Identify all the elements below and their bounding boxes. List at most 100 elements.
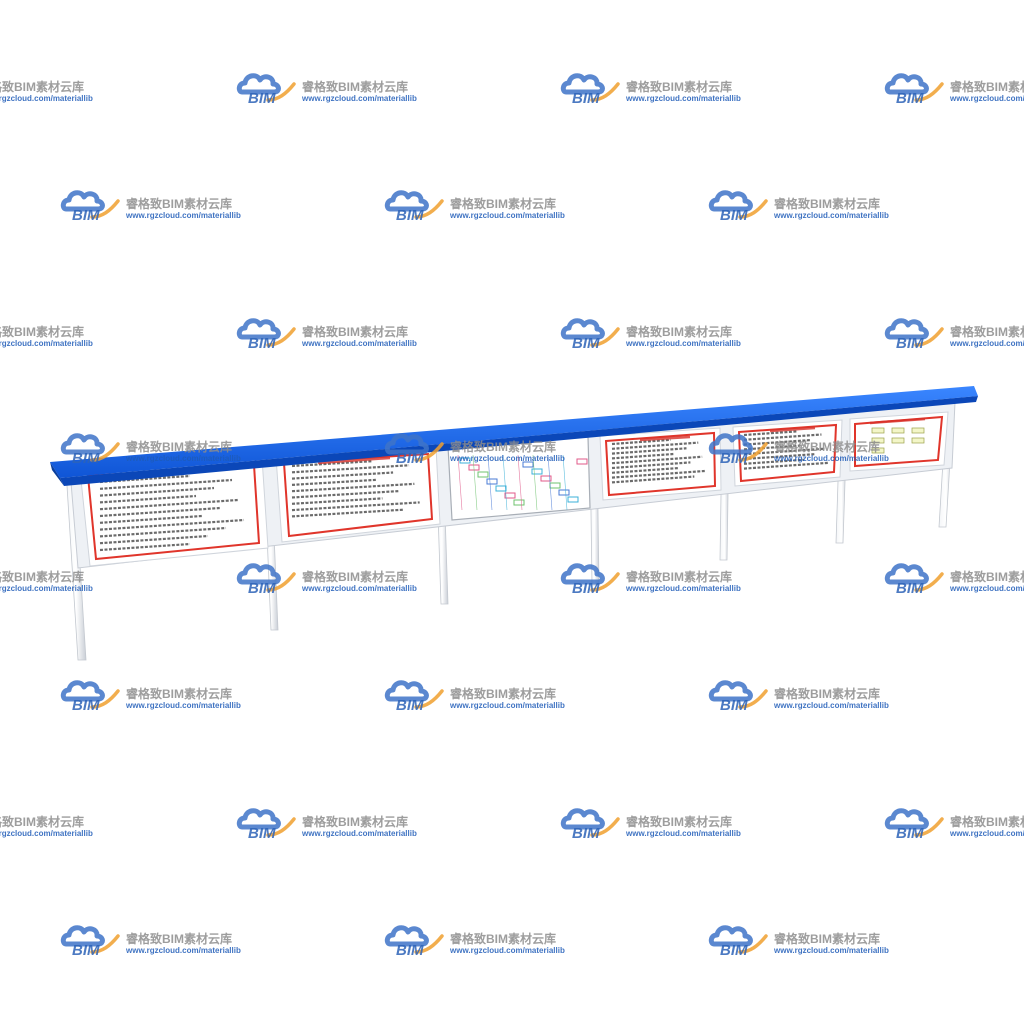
watermark: BIM 睿格致BIM素材云库www.rgzcloud.com/materialli… (236, 808, 417, 842)
watermark-title: 睿格致BIM素材云库 (774, 686, 880, 701)
cloud-icon (708, 190, 768, 219)
poster-text-line (743, 461, 829, 470)
watermark-url: www.rgzcloud.com/materiallib (625, 339, 741, 348)
watermark-title: 睿格致BIM素材云库 (0, 569, 84, 584)
poster-text-line (611, 469, 707, 479)
watermark-title: 睿格致BIM素材云库 (950, 79, 1024, 94)
watermark-logo-text: BIM (248, 335, 276, 352)
watermark-logo-text: BIM (896, 825, 924, 842)
poster-text-line (99, 526, 227, 538)
watermark-url: www.rgzcloud.com/materiallib (949, 339, 1024, 348)
watermark-title: 睿格致BIM素材云库 (450, 439, 556, 454)
watermark-url: www.rgzcloud.com/materiallib (301, 584, 417, 593)
poster-text-line (99, 494, 197, 504)
watermark-title: 睿格致BIM素材云库 (302, 79, 408, 94)
poster-text-line (99, 542, 191, 552)
watermark-logo-text: BIM (896, 335, 924, 352)
poster-text-line (291, 508, 404, 518)
watermark: BIM睿格致BIM素材云库www.rgzcloud.com/materialli… (236, 563, 417, 597)
watermark-title: 睿格致BIM素材云库 (774, 931, 880, 946)
flowchart-box (891, 437, 905, 444)
watermark-url: www.rgzcloud.com/materiallib (0, 829, 93, 838)
flowchart-box (911, 437, 925, 444)
watermark: BIM睿格致BIM素材云库www.rgzcloud.com/materialli… (560, 563, 741, 597)
poster-text-line (611, 441, 699, 450)
watermark-logo-text: BIM (572, 335, 600, 352)
cloud-icon (60, 433, 120, 462)
watermark-logo-text: BIM (72, 697, 100, 714)
cloud-icon (560, 73, 620, 102)
watermark-url: www.rgzcloud.com/materiallib (949, 584, 1024, 593)
cloud-icon (708, 433, 768, 462)
cloud-icon (60, 925, 120, 954)
cloud-icon (384, 190, 444, 219)
poster-text-lines (99, 417, 926, 552)
diagram-line (532, 454, 538, 511)
poster-text-line (99, 514, 203, 524)
cloud-icon (708, 925, 768, 954)
flowchart-box (871, 447, 885, 454)
watermark: BIM睿格致BIM素材云库www.rgzcloud.com/materialli… (884, 318, 1024, 352)
watermark-url: www.rgzcloud.com/materiallib (125, 454, 241, 463)
cloud-icon (236, 73, 296, 102)
watermark-logo-text: BIM (396, 207, 424, 224)
watermark-title: 睿格致BIM素材云库 (626, 814, 732, 829)
watermark-title: 睿格致BIM素材云库 (126, 931, 232, 946)
watermark-url: www.rgzcloud.com/materiallib (773, 211, 889, 220)
watermark-logo-text: BIM (72, 207, 100, 224)
cloud-icon (560, 808, 620, 837)
watermark-layer: BIM睿格致BIM素材云库www.rgzcloud.com/materialli… (0, 73, 1024, 959)
watermark-title: 睿格致BIM素材云库 (302, 814, 408, 829)
poster-text-line (611, 455, 703, 465)
poster-text-line (611, 447, 687, 455)
watermark-url: www.rgzcloud.com/materiallib (449, 946, 565, 955)
watermark-title: 睿格致BIM素材云库 (0, 324, 84, 339)
watermark-title: 睿格致BIM素材云库 (126, 439, 232, 454)
cloud-icon (884, 318, 944, 347)
watermark-logo-text: BIM (896, 90, 924, 107)
diagram-line (502, 454, 508, 511)
watermark-title: 睿格致BIM素材云库 (626, 324, 732, 339)
poster-text-line (291, 497, 383, 505)
watermark: BIM睿格致BIM素材云库www.rgzcloud.com/materialli… (0, 79, 93, 103)
watermark: BIM睿格致BIM素材云库www.rgzcloud.com/materialli… (560, 808, 741, 842)
watermark-url: www.rgzcloud.com/materiallib (625, 94, 741, 103)
watermark-logo-text: BIM (396, 942, 424, 959)
poster-panel (732, 419, 843, 487)
watermark-logo-text: BIM (720, 207, 748, 224)
watermark-url: www.rgzcloud.com/materiallib (301, 829, 417, 838)
watermark-logo-text: BIM (396, 450, 424, 467)
watermark-logo-text: BIM (720, 942, 748, 959)
watermark-url: www.rgzcloud.com/materiallib (301, 94, 417, 103)
poster-text-line (743, 438, 811, 446)
watermark-logo-text: BIM (248, 825, 276, 842)
diagram-block (513, 499, 525, 506)
cloud-icon (60, 680, 120, 709)
poster-title-bar (769, 426, 816, 433)
diagram-line (472, 454, 478, 511)
watermark-title: 睿格致BIM素材云库 (950, 814, 1024, 829)
watermark-title: 睿格致BIM素材云库 (302, 324, 408, 339)
cloud-icon (884, 808, 944, 837)
watermark-url: www.rgzcloud.com/materiallib (125, 211, 241, 220)
watermark-url: www.rgzcloud.com/materiallib (449, 454, 565, 463)
poster-title-bar (317, 456, 391, 465)
diagram-block (504, 492, 516, 499)
poster-text-line (743, 444, 801, 451)
watermark-logo-text: BIM (572, 580, 600, 597)
watermark-url: www.rgzcloud.com/materiallib (125, 946, 241, 955)
watermark-logo-text: BIM (720, 450, 748, 467)
watermark: BIM睿格致BIM素材云库www.rgzcloud.com/materialli… (60, 680, 241, 714)
watermark-title: 睿格致BIM素材云库 (302, 569, 408, 584)
watermark-url: www.rgzcloud.com/materiallib (125, 701, 241, 710)
poster-text-line (99, 506, 221, 518)
watermark: BIM睿格致BIM素材云库www.rgzcloud.com/materialli… (236, 318, 417, 352)
watermark-title: 睿格致BIM素材云库 (0, 79, 84, 94)
cloud-icon (884, 73, 944, 102)
watermark-title: 睿格致BIM素材云库 (126, 196, 232, 211)
cloud-icon (560, 318, 620, 347)
poster-text-line (291, 464, 410, 474)
watermark-title: 睿格致BIM素材云库 (774, 439, 880, 454)
watermark-url: www.rgzcloud.com/materiallib (449, 211, 565, 220)
watermark: BIM睿格致BIM素材云库www.rgzcloud.com/materialli… (884, 808, 1024, 842)
